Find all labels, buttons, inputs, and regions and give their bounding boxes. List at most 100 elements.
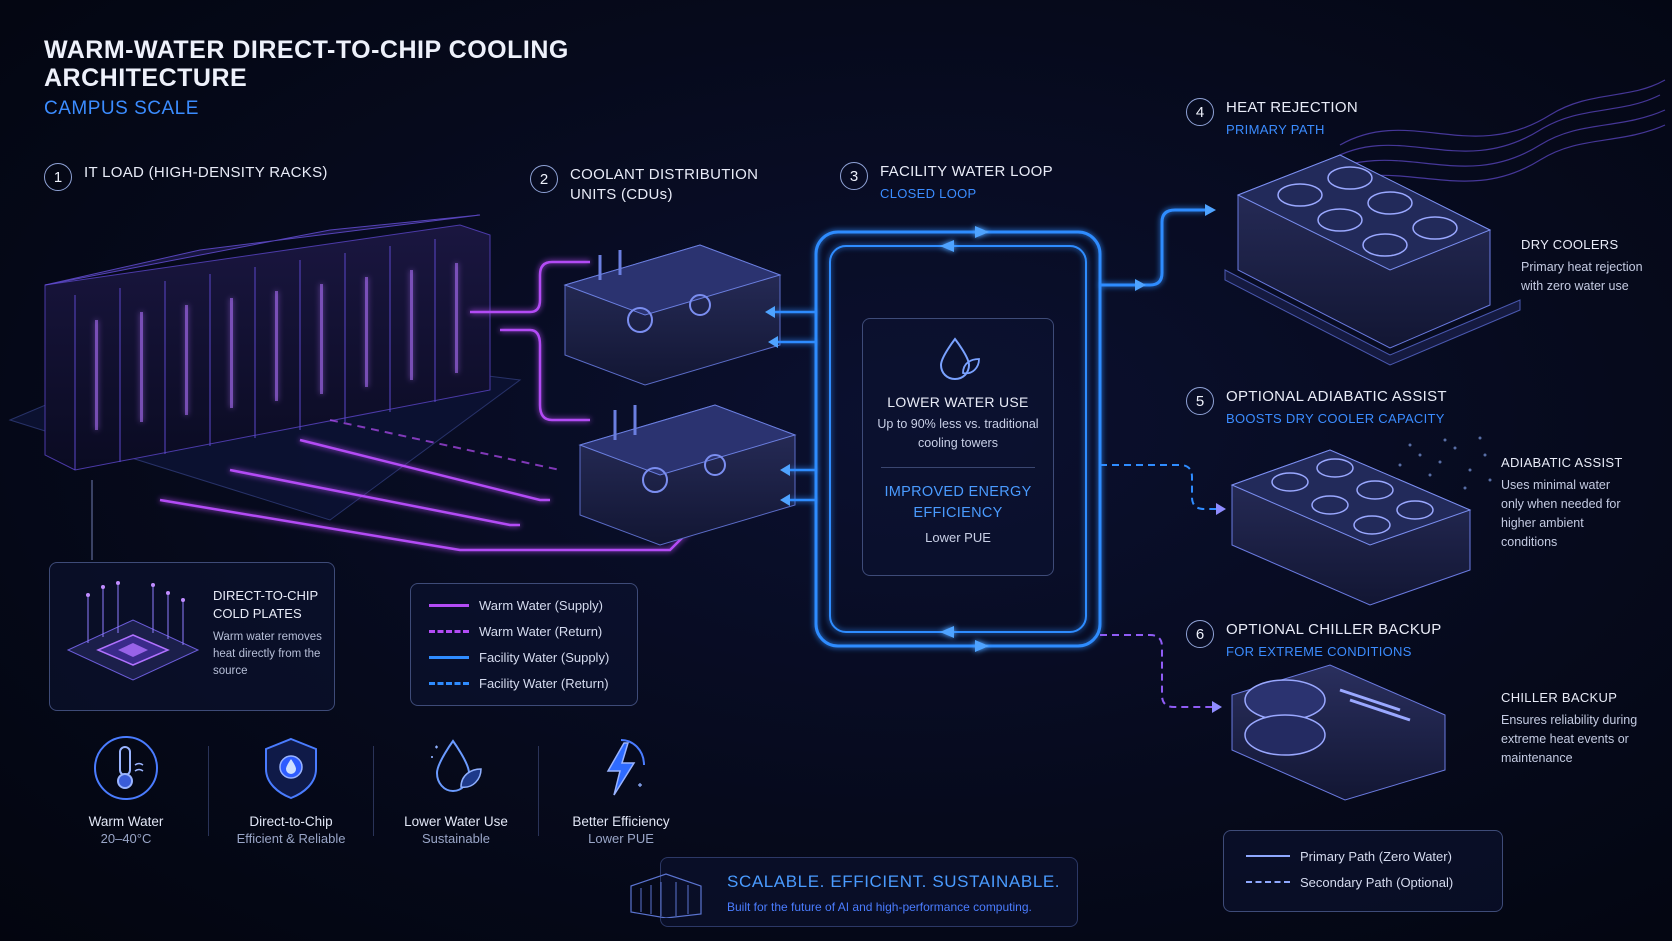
legend-item: Warm Water (Return) — [429, 618, 619, 644]
legend-label: Warm Water (Return) — [479, 623, 603, 639]
legend-swatch-facility-supply — [429, 655, 469, 659]
step-number: 3 — [840, 162, 868, 190]
note-title: CHILLER BACKUP — [1501, 690, 1618, 705]
cdu-loop-connectors — [775, 310, 816, 502]
step-5-adiabatic: 5 OPTIONAL ADIABATIC ASSIST BOOSTS DRY C… — [1186, 387, 1447, 426]
cdu-unit-bottom — [578, 404, 797, 546]
feature-label: Direct-to-Chip — [249, 814, 333, 829]
energy-title: IMPROVED ENERGY EFFICIENCY — [884, 484, 1032, 521]
legend-swatch-warm-supply — [429, 603, 469, 607]
step-subtitle: FOR EXTREME CONDITIONS — [1226, 644, 1412, 659]
cdu-unit-top — [563, 244, 782, 386]
cold-plates-text: Warm water removes heat directly from th… — [213, 631, 322, 677]
chiller-unit — [1231, 664, 1446, 801]
page-title: WARM-WATER DIRECT-TO-CHIP COOLING ARCHIT… — [44, 36, 569, 92]
step-title: OPTIONAL CHILLER BACKUP — [1226, 621, 1442, 638]
feature-sub: Sustainable — [422, 831, 490, 846]
legend-label: Facility Water (Return) — [479, 675, 609, 691]
dry-cooler-pipe — [1100, 208, 1205, 287]
energy-text: Lower PUE — [925, 530, 991, 545]
step-title: COOLANT DISTRIBUTION UNITS (CDUs) — [570, 166, 759, 203]
thermometer-icon — [94, 736, 158, 800]
feature-sub: 20–40°C — [100, 831, 152, 846]
water-text: Up to 90% less vs. traditional cooling t… — [877, 417, 1039, 450]
feature-label: Warm Water — [88, 814, 164, 829]
shield-chip-icon — [265, 737, 317, 800]
cold-plate-chip-icon — [66, 581, 200, 681]
water-leaf-icon — [431, 739, 482, 793]
feature-direct-to-chip: Direct-to-Chip Efficient & Reliable — [221, 735, 361, 846]
legend-label: Facility Water (Supply) — [479, 649, 610, 665]
path-legend-item: Secondary Path (Optional) — [1246, 869, 1480, 895]
dry-cooler-unit — [1224, 154, 1521, 366]
water-title: LOWER WATER USE — [887, 394, 1029, 410]
step-2-cdus: 2 COOLANT DISTRIBUTION UNITS (CDUs) — [530, 165, 760, 205]
feature-divider — [538, 745, 539, 836]
feature-lower-water: Lower Water Use Sustainable — [386, 735, 526, 846]
feature-label: Better Efficiency — [572, 814, 670, 829]
datacenter-building-icon — [630, 873, 702, 918]
center-benefits-panel: LOWER WATER USE Up to 90% less vs. tradi… — [862, 318, 1054, 576]
legend-item: Facility Water (Return) — [429, 670, 619, 696]
note-title: ADIABATIC ASSIST — [1501, 455, 1623, 470]
feature-label: Lower Water Use — [404, 814, 508, 829]
legend-item: Warm Water (Supply) — [429, 592, 619, 618]
page-subtitle: CAMPUS SCALE — [44, 98, 199, 119]
step-number: 5 — [1186, 387, 1214, 415]
note-title: DRY COOLERS — [1521, 237, 1619, 252]
cold-plates-box: DIRECT-TO-CHIP COLD PLATES Warm water re… — [49, 562, 335, 711]
loop-arrows — [940, 226, 989, 652]
note-text: Primary heat rejection with zero water u… — [1521, 260, 1643, 293]
step-subtitle: PRIMARY PATH — [1226, 122, 1325, 137]
step-subtitle: BOOSTS DRY COOLER CAPACITY — [1226, 411, 1445, 426]
step-4-heat-rejection: 4 HEAT REJECTION PRIMARY PATH — [1186, 98, 1358, 137]
legend-item: Facility Water (Supply) — [429, 644, 619, 670]
cold-plates-title: DIRECT-TO-CHIP COLD PLATES — [213, 588, 318, 621]
step-6-chiller: 6 OPTIONAL CHILLER BACKUP FOR EXTREME CO… — [1186, 620, 1442, 659]
step-3-facility-loop: 3 FACILITY WATER LOOP CLOSED LOOP — [840, 162, 1053, 201]
step-number: 1 — [44, 163, 72, 191]
path-legend-item: Primary Path (Zero Water) — [1246, 843, 1480, 869]
legend-label: Warm Water (Supply) — [479, 597, 603, 613]
rack-array — [44, 214, 491, 471]
step-number: 2 — [530, 165, 558, 193]
facility-water-loop — [814, 230, 1102, 648]
feature-divider — [373, 745, 374, 836]
dry-coolers-note: DRY COOLERS Primary heat rejection with … — [1521, 237, 1661, 296]
feature-sub: Lower PUE — [588, 831, 654, 846]
bottom-banner: SCALABLE. EFFICIENT. SUSTAINABLE. Built … — [630, 857, 1078, 927]
legend-swatch-primary — [1246, 855, 1290, 857]
feature-warm-water: Warm Water 20–40°C — [56, 735, 196, 846]
legend-swatch-facility-return — [429, 681, 469, 685]
adiabatic-assist-note: ADIABATIC ASSIST Uses minimal water only… — [1501, 455, 1631, 552]
note-text: Ensures reliability during extreme heat … — [1501, 713, 1638, 765]
step-title: OPTIONAL ADIABATIC ASSIST — [1226, 388, 1447, 405]
legend-swatch-warm-return — [429, 629, 469, 633]
panel-divider — [881, 467, 1035, 468]
chiller-path — [1100, 634, 1212, 708]
feature-icons-row: Warm Water 20–40°C Direct-to-Chip Effici… — [56, 735, 691, 846]
legend-swatch-secondary — [1246, 881, 1290, 883]
step-title: IT LOAD (HIGH-DENSITY RACKS) — [84, 164, 328, 181]
legend-label: Secondary Path (Optional) — [1300, 874, 1454, 890]
feature-divider — [208, 745, 209, 836]
adiabatic-path — [1100, 464, 1216, 510]
step-number: 6 — [1186, 620, 1214, 648]
step-title: FACILITY WATER LOOP — [880, 163, 1053, 180]
legend-label: Primary Path (Zero Water) — [1300, 848, 1452, 864]
banner-title: SCALABLE. EFFICIENT. SUSTAINABLE. — [727, 872, 1061, 891]
step-number: 4 — [1186, 98, 1214, 126]
chiller-backup-note: CHILLER BACKUP Ensures reliability durin… — [1501, 690, 1651, 768]
step-subtitle: CLOSED LOOP — [880, 186, 977, 201]
step-title: HEAT REJECTION — [1226, 99, 1358, 116]
path-legend: Primary Path (Zero Water) Secondary Path… — [1223, 830, 1503, 912]
warm-water-return-pipes — [329, 419, 561, 471]
warm-water-pipes — [159, 260, 691, 552]
lightning-icon — [606, 739, 645, 796]
step-1-it-load: 1 IT LOAD (HIGH-DENSITY RACKS) — [44, 163, 328, 191]
water-drop-leaf-icon — [939, 337, 980, 381]
note-text: Uses minimal water only when needed for … — [1501, 478, 1621, 549]
feature-sub: Efficient & Reliable — [236, 831, 346, 846]
water-legend: Warm Water (Supply) Warm Water (Return) … — [410, 583, 638, 706]
